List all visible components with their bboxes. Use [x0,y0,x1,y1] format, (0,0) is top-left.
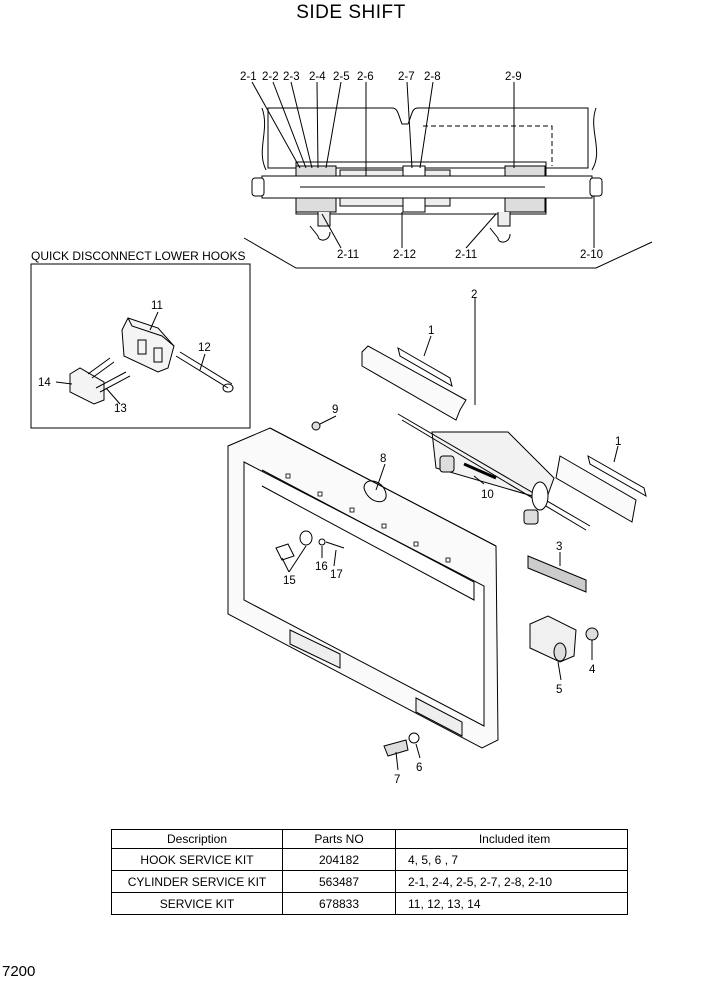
inset-title: QUICK DISCONNECT LOWER HOOKS [31,249,246,263]
callout-7: 7 [394,774,400,786]
callout-2-10: 2-10 [580,249,603,261]
cell-description: CYLINDER SERVICE KIT [111,870,283,893]
callout-1-upper: 1 [428,325,434,337]
callout-15: 15 [283,575,296,587]
quick-disconnect-hook-drawing [55,311,234,405]
callout-2-9: 2-9 [505,71,522,83]
callout-2-11-right: 2-11 [455,249,477,261]
callout-labels: 2-1 2-2 2-3 2-4 2-5 2-6 2-7 2-8 2-9 2-11… [38,71,621,786]
callout-5: 5 [556,684,562,696]
callout-16: 16 [315,561,328,573]
cell-part-no: 678833 [282,892,396,915]
cell-description: HOOK SERVICE KIT [111,848,283,871]
cell-description: SERVICE KIT [111,892,283,915]
main-leader-lines [281,335,619,771]
callout-10: 10 [481,489,494,501]
callout-2-8: 2-8 [424,71,441,83]
callout-14: 14 [38,377,51,389]
column-header-included-item: Included item [395,829,628,849]
callout-13: 13 [114,403,127,415]
callout-2: 2 [471,289,477,301]
page-number: 7200 [2,963,36,980]
cell-included-items: 4, 5, 6 , 7 [395,848,628,871]
table-row: HOOK SERVICE KIT 204182 4, 5, 6 , 7 [111,848,628,871]
main-exploded-drawing [227,345,647,757]
service-kit-table: Description Parts NO Included item HOOK … [111,829,628,915]
cell-included-items: 11, 12, 13, 14 [395,892,628,915]
callout-3: 3 [556,541,562,553]
cell-part-no: 204182 [282,848,396,871]
callout-4: 4 [589,664,596,676]
callout-2-4: 2-4 [309,71,326,83]
callout-2-2: 2-2 [262,71,279,83]
cylinder-section-drawing [251,107,603,243]
page-title: SIDE SHIFT [296,2,406,23]
callout-2-6: 2-6 [357,71,374,83]
table-row: CYLINDER SERVICE KIT 563487 2-1, 2-4, 2-… [111,870,628,893]
callout-2-5: 2-5 [333,71,350,83]
callout-2-11-left: 2-11 [337,249,359,261]
cell-included-items: 2-1, 2-4, 2-5, 2-7, 2-8, 2-10 [395,870,628,893]
callout-2-7: 2-7 [398,71,415,83]
callout-6: 6 [416,762,422,774]
callout-2-3: 2-3 [283,71,300,83]
inset-frame [30,263,251,429]
callout-9: 9 [332,404,338,416]
callout-1-right: 1 [615,436,621,448]
callout-8: 8 [380,453,386,465]
callout-11: 11 [151,300,163,312]
column-header-description: Description [111,829,283,849]
callout-2-12: 2-12 [393,249,416,261]
column-header-parts-no: Parts NO [282,829,396,849]
table-header-row: Description Parts NO Included item [111,829,628,849]
cell-part-no: 563487 [282,870,396,893]
cylinder-leader-lines [243,81,653,405]
callout-2-1: 2-1 [240,71,257,83]
callout-12: 12 [198,342,211,354]
table-row: SERVICE KIT 678833 11, 12, 13, 14 [111,892,628,915]
callout-17: 17 [330,569,343,581]
